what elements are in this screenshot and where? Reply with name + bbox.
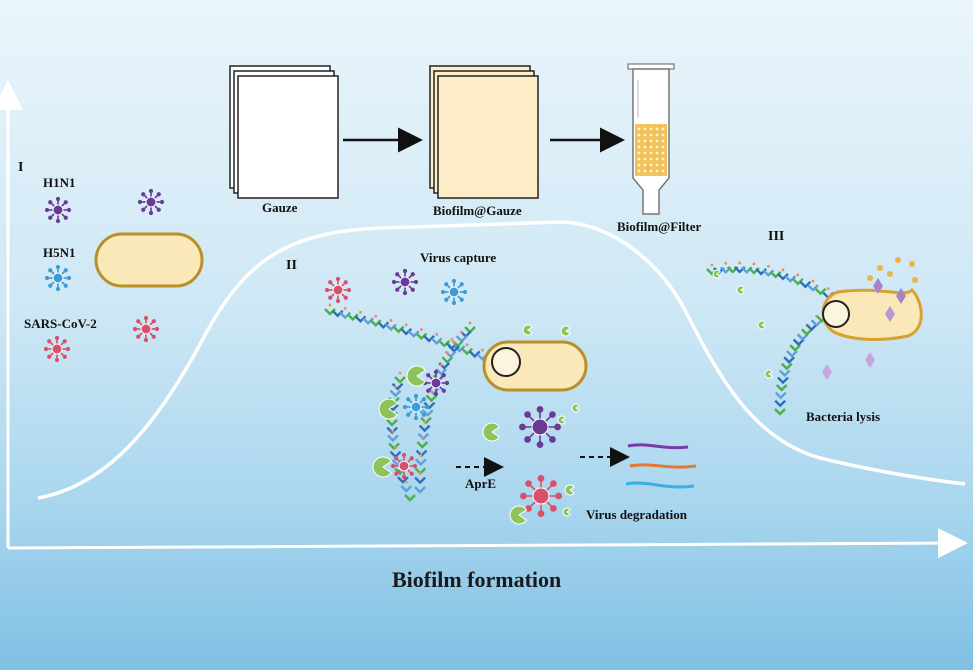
virus-particles: [43, 188, 562, 517]
apre-enzyme: [757, 320, 766, 330]
virus-particle: [324, 276, 352, 304]
apre-enzyme: [372, 456, 392, 478]
section-label-2: II: [286, 258, 297, 273]
degraded-fragments: [625, 443, 697, 489]
label-apre: AprE: [465, 476, 497, 491]
apre-enzyme: [560, 325, 571, 337]
apre-enzyme: [764, 369, 773, 379]
bacterium-intact: [94, 232, 204, 288]
debris-fragment: [877, 265, 883, 271]
apre-enzyme: [378, 398, 398, 420]
cell-debris: [822, 257, 918, 380]
virus-particle: [390, 452, 418, 480]
debris-fragment: [909, 261, 915, 267]
apre-enzyme: [406, 365, 426, 387]
label-h1n1: H1N1: [43, 175, 76, 190]
virus-particle: [422, 369, 450, 397]
label-gauze: Gauze: [262, 200, 298, 215]
section-label-3: III: [768, 229, 785, 244]
debris-fragment: [895, 257, 901, 263]
apre-enzymes: [372, 269, 773, 525]
virus-particle: [132, 315, 160, 343]
biofilm-growth-curve: [37, 220, 966, 500]
apre-enzyme: [736, 285, 745, 295]
virus-particle: [519, 406, 561, 448]
debris-crystal: [885, 306, 895, 322]
section-label-1: I: [18, 160, 24, 175]
apre-enzyme: [562, 507, 571, 517]
bacterium-lysing: [821, 287, 923, 341]
label-biofilm-filter: Biofilm@Filter: [617, 219, 702, 234]
virus-particle: [391, 268, 419, 296]
apre-enzyme: [571, 403, 580, 413]
label-sars: SARS-CoV-2: [24, 316, 97, 331]
label-virus-degradation: Virus degradation: [586, 507, 687, 522]
debris-crystal: [873, 278, 883, 294]
apre-enzyme: [482, 422, 501, 442]
label-biofilm-gauze: Biofilm@Gauze: [433, 203, 522, 218]
apre-enzyme: [522, 324, 533, 336]
debris-crystal: [822, 364, 832, 380]
virus-particle: [44, 264, 72, 292]
apre-enzyme: [557, 415, 566, 425]
gauze-stack: [229, 65, 339, 199]
x-axis-title: Biofilm formation: [392, 567, 562, 592]
apre-enzyme: [509, 505, 528, 525]
virus-particle: [440, 278, 468, 306]
virus-particle: [44, 196, 72, 224]
filter-syringe: [627, 63, 675, 215]
label-virus-capture: Virus capture: [420, 250, 497, 265]
label-bacteria-lysis: Bacteria lysis: [806, 409, 881, 424]
virus-particle: [137, 188, 165, 216]
virus-particle: [43, 335, 71, 363]
debris-fragment: [912, 277, 918, 283]
apre-enzyme: [564, 484, 575, 496]
virus-particle: [402, 393, 430, 421]
apre-enzyme: [712, 269, 721, 279]
biofilm-gauze-stack: [429, 65, 539, 199]
debris-crystal: [896, 288, 906, 304]
debris-fragment: [887, 271, 893, 277]
label-h5n1: H5N1: [43, 245, 76, 260]
debris-crystal: [865, 352, 875, 368]
bacterium-capture: [482, 340, 588, 392]
virus-particle: [520, 475, 562, 517]
x-axis: [7, 528, 968, 559]
debris-fragment: [867, 275, 873, 281]
